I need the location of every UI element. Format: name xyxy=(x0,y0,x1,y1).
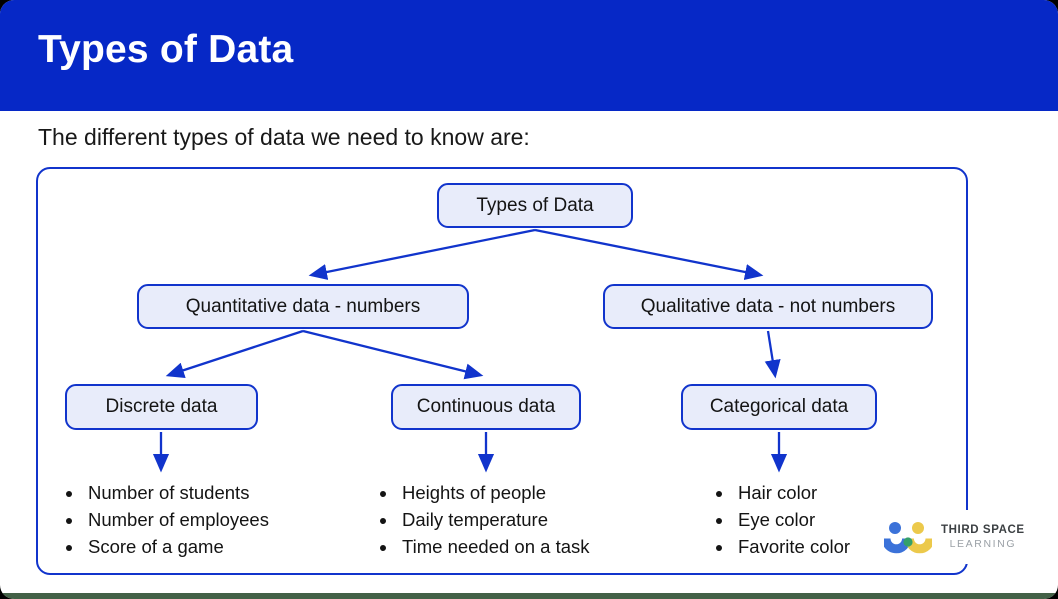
categorical-examples-list: Hair color Eye color Favorite color xyxy=(714,479,850,560)
list-item: Score of a game xyxy=(84,533,269,560)
node-types-of-data: Types of Data xyxy=(437,183,633,228)
page-title: Types of Data xyxy=(38,28,294,71)
third-space-learning-logo: THIRD SPACE LEARNING xyxy=(884,510,1026,564)
list-item: Favorite color xyxy=(734,533,850,560)
list-item: Number of employees xyxy=(84,506,269,533)
node-categorical-data: Categorical data xyxy=(681,384,877,430)
node-discrete-data: Discrete data xyxy=(65,384,258,430)
discrete-examples-list: Number of students Number of employees S… xyxy=(64,479,269,560)
arrow-root-to-quantitative xyxy=(308,228,536,280)
intro-text: The different types of data we need to k… xyxy=(38,124,530,150)
arrow-qualitative-to-categorical xyxy=(764,330,781,379)
list-item: Daily temperature xyxy=(398,506,590,533)
header-bar: Types of Data xyxy=(0,0,1058,111)
arrow-quantitative-to-continuous xyxy=(302,329,484,380)
node-continuous-data: Continuous data xyxy=(391,384,581,430)
list-item: Heights of people xyxy=(398,479,590,506)
logo-wordmark: THIRD SPACE LEARNING xyxy=(941,524,1025,549)
list-item: Number of students xyxy=(84,479,269,506)
list-item: Hair color xyxy=(734,479,850,506)
arrow-root-to-qualitative xyxy=(534,228,764,280)
arrow-quantitative-to-discrete xyxy=(165,329,304,378)
list-item: Time needed on a task xyxy=(398,533,590,560)
node-qualitative-data: Qualitative data - not numbers xyxy=(603,284,933,329)
logo-line1: THIRD SPACE xyxy=(941,524,1025,537)
bottom-accent-bar xyxy=(0,593,1058,599)
node-quantitative-data: Quantitative data - numbers xyxy=(137,284,469,329)
tree-diagram: Types of Data Quantitative data - number… xyxy=(36,167,968,575)
logo-people-icon xyxy=(884,522,932,554)
list-item: Eye color xyxy=(734,506,850,533)
continuous-examples-list: Heights of people Daily temperature Time… xyxy=(378,479,590,560)
logo-line2: LEARNING xyxy=(949,537,1017,550)
